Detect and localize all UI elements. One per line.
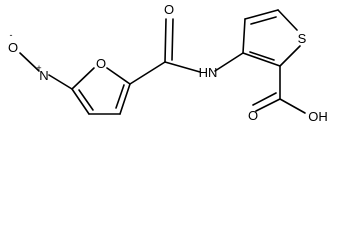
bond-thio-c3-c4 [242,18,246,54]
atom-labels: O - N + O O HN S O OH [8,2,328,124]
charge-o-nitro: - [10,30,13,40]
atom-o-amide: O [164,2,174,17]
bond-thio-c5-s [277,9,298,31]
bond-n-thiophene [214,52,244,72]
bond-thio-c4-c5 [244,9,279,20]
chemical-structure: O - N + O O HN S O OH [8,2,328,124]
atom-o-acid-carbonyl: O [248,108,258,123]
charge-n-nitro: + [36,63,41,73]
bond-thio-s-c2 [279,45,301,67]
bond-carbonyl-o-double [171,18,174,61]
bond-furan-c5-c4-inner [78,89,94,111]
bond-n-o-nitro [19,52,40,72]
bond-acid-oh [279,98,306,114]
bond-furan-c5-c4 [71,88,90,115]
bond-acid-o-double [252,92,277,106]
atom-nh-amide: HN [199,65,218,80]
bond-furan-o-c5 [71,67,95,90]
bond-furan-c3-c2-inner [115,84,125,109]
bond-thio-c4-c5-inner [250,16,277,25]
atom-s-thiophene: S [298,31,307,46]
atom-o-nitro: O [8,40,18,55]
bond-furan-c3-c2 [119,83,131,115]
bond-thio-c2-c3-inner [249,51,275,61]
bond-furan-c2-carbonyl [129,61,166,85]
bond-furan-c2-o [106,67,131,85]
bond-acid-o [255,98,281,112]
atom-o-furan: O [96,56,106,71]
atom-n-nitro: N [39,68,48,83]
atom-oh-acid: OH [308,109,328,124]
bond-carbonyl-n [164,61,201,73]
bonds [19,9,306,115]
bond-thio-c2-c3 [242,52,281,67]
bond-n-c5-furan [48,74,73,90]
bond-carbonyl-o [164,18,167,63]
